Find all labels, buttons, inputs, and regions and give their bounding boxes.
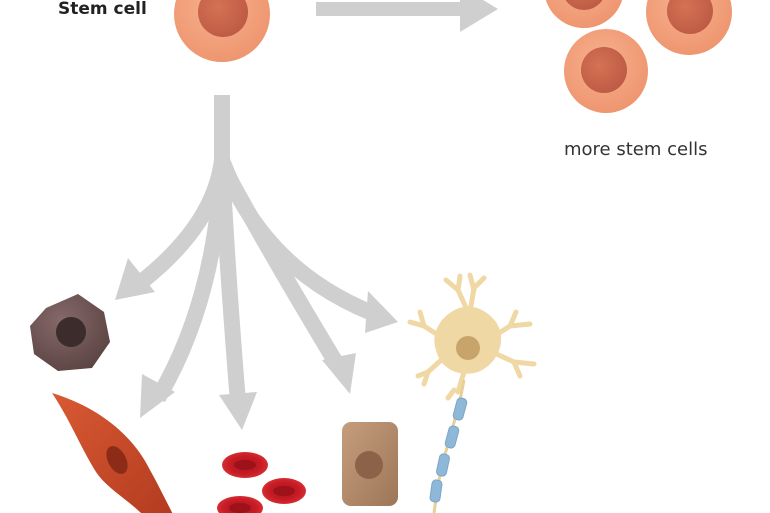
differentiation-arrows — [135, 95, 376, 403]
epithelial-cell-icon — [342, 422, 398, 506]
bone-cell-icon — [30, 294, 110, 371]
red-blood-cell — [222, 452, 268, 478]
stem-cell-icon — [174, 0, 270, 62]
nerve-cell-icon — [407, 272, 537, 513]
stem-cell-icon — [564, 29, 648, 113]
red-blood-cell — [217, 496, 263, 513]
arrowhead-epithelial — [322, 353, 356, 394]
self-renewal-arrow — [316, 0, 498, 32]
myelin-sheath — [429, 397, 468, 503]
red-blood-cells-icon — [217, 452, 306, 513]
stem-cell-icon — [646, 0, 732, 55]
more-stem-cells-group — [545, 0, 732, 113]
arrowhead-nerve — [365, 291, 398, 333]
stem-cell-label: Stem cell — [58, 0, 147, 19]
stem-cell-icon — [545, 0, 623, 28]
arrowhead-bone — [115, 258, 155, 300]
more-stem-cells-label: more stem cells — [564, 139, 708, 160]
muscle-cell-icon — [52, 393, 173, 513]
arrowhead-muscle — [140, 374, 175, 418]
red-blood-cell — [262, 478, 306, 504]
arrow-heads — [115, 258, 398, 430]
arrowhead-blood — [219, 392, 257, 430]
